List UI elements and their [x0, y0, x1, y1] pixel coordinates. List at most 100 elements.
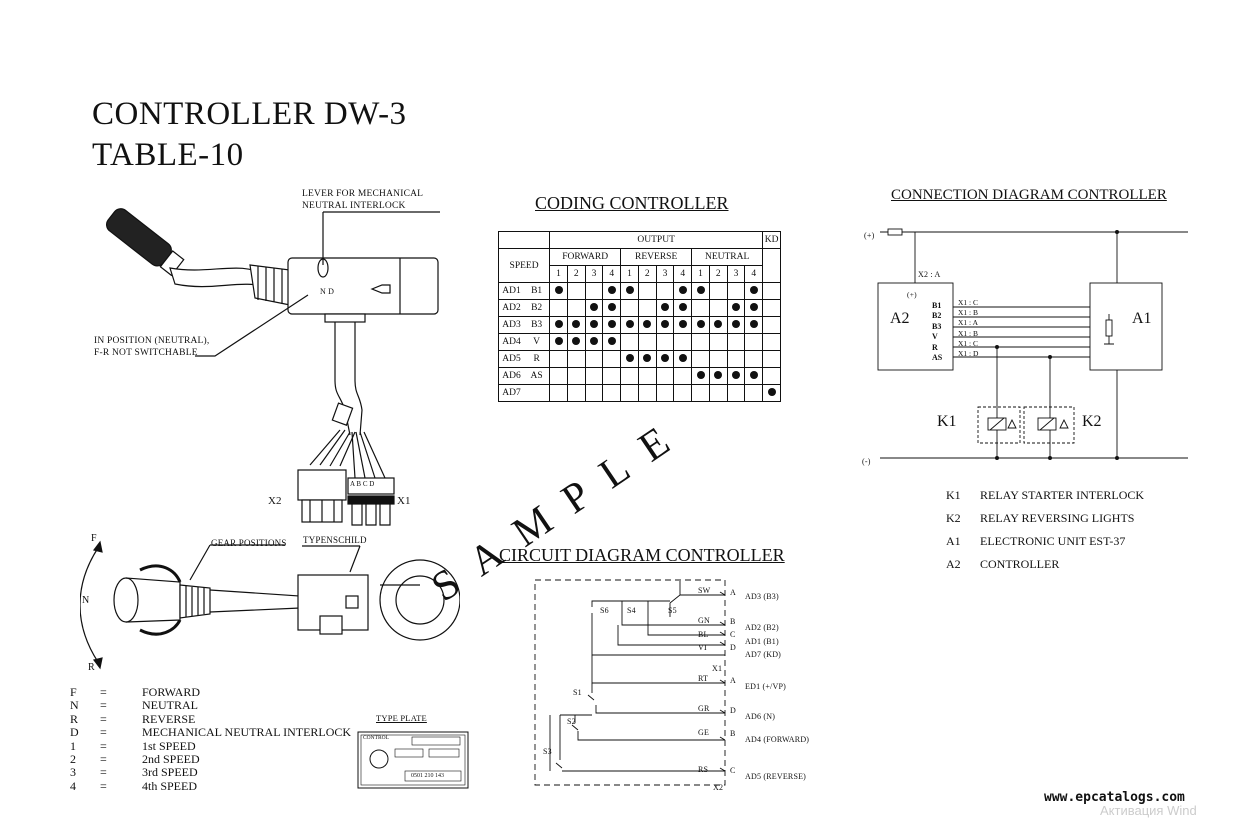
- coding-dot: [696, 285, 705, 294]
- coding-table: OUTPUT KD SPEED FORWARD REVERSE NEUTRAL …: [497, 231, 781, 402]
- coding-dot: [590, 319, 599, 328]
- legend-item: 4=4th SPEED: [70, 778, 198, 793]
- page-title-line2: TABLE-10: [92, 137, 244, 173]
- coding-dot: [678, 353, 687, 362]
- output-label: AD7 (KD): [745, 650, 782, 659]
- plus-rail-label: (+): [864, 231, 875, 240]
- wire-label: BL: [698, 630, 709, 639]
- activation-overlay: Активация Wind: [1100, 803, 1197, 818]
- switch-label: S6: [600, 606, 609, 615]
- coding-dot: [572, 336, 581, 345]
- coding-dot: [554, 336, 563, 345]
- wire-label: VI: [698, 643, 707, 652]
- switch-label: S3: [543, 747, 552, 756]
- coding-dot: [678, 319, 687, 328]
- interlock-label-1: LEVER FOR MECHANICAL: [302, 189, 424, 199]
- legend-item: N=NEUTRAL: [70, 698, 198, 713]
- x2-circuit-label: X2: [713, 783, 724, 792]
- gear-r-label: R: [88, 662, 95, 673]
- pin-label: A: [730, 676, 736, 685]
- forward-header: FORWARD: [549, 248, 622, 266]
- pin-label: C: [730, 630, 736, 639]
- coding-dot: [590, 302, 599, 311]
- legend-item: 2=2nd SPEED: [70, 752, 200, 767]
- kd-header: KD: [762, 231, 781, 249]
- coding-dot: [749, 319, 758, 328]
- type-plate-drawing: [357, 731, 469, 789]
- coding-dot: [607, 336, 616, 345]
- connection-title: CONNECTION DIAGRAM CONTROLLER: [891, 187, 1167, 203]
- connector-letters: A B C D: [350, 480, 375, 488]
- coding-dot: [749, 285, 758, 294]
- coding-dot: [643, 319, 652, 328]
- a1-box-label: A1: [1132, 310, 1152, 327]
- type-plate-title: TYPE PLATE: [376, 713, 427, 723]
- coding-dot: [554, 319, 563, 328]
- neutral-header: NEUTRAL: [691, 248, 764, 266]
- a2-box-label: A2: [890, 310, 910, 327]
- type-plate-control: CONTROL: [363, 735, 389, 741]
- typenschild-label: TYPENSCHILD: [303, 535, 367, 545]
- x1-label: X1: [397, 495, 411, 507]
- coding-dot: [732, 370, 741, 379]
- interlock-label-2: NEUTRAL INTERLOCK: [302, 201, 406, 211]
- minus-rail-label: (-): [862, 457, 871, 466]
- wire-label: GN: [698, 616, 710, 625]
- legend-item: F=FORWARD: [70, 685, 201, 699]
- coding-dot: [572, 319, 581, 328]
- neutral-position-label-2: F-R NOT SWITCHABLE: [94, 348, 198, 358]
- neutral-position-label-1: IN POSITION (NEUTRAL),: [94, 336, 210, 346]
- coding-dot: [749, 302, 758, 311]
- coding-dot: [643, 353, 652, 362]
- coding-dot: [714, 370, 723, 379]
- output-label: AD3 (B3): [745, 592, 779, 601]
- wire-label: RT: [698, 674, 709, 683]
- pin-label: A: [730, 588, 736, 597]
- coding-dot: [661, 302, 670, 311]
- a2-plus-label: (+): [907, 290, 917, 299]
- circuit-title: CIRCUIT DIAGRAM CONTROLLER: [499, 545, 785, 565]
- nd-label: N D: [320, 287, 335, 296]
- type-plate-number: 0501 210 143: [411, 773, 444, 779]
- x2a-label: X2 : A: [918, 270, 941, 279]
- pin-label: C: [730, 766, 736, 775]
- coding-dot: [678, 285, 687, 294]
- letter-legend: F=FORWARD N=NEUTRAL R=REVERSE D=MECHANIC…: [70, 685, 351, 793]
- speed-header: SPEED: [497, 248, 551, 283]
- coding-dot: [678, 302, 687, 311]
- output-label: AD1 (B1): [745, 637, 779, 646]
- lever-drawing: [106, 208, 440, 526]
- circuit-diagram: [534, 579, 726, 786]
- x1-circuit-label: X1: [712, 664, 723, 673]
- coding-dot: [661, 353, 670, 362]
- coding-dot: [749, 370, 758, 379]
- coding-dot: [732, 302, 741, 311]
- x2-label: X2: [268, 495, 282, 507]
- output-header: OUTPUT: [549, 231, 764, 249]
- output-label: ED1 (+/VP): [745, 682, 786, 691]
- coding-dot: [625, 285, 634, 294]
- gear-f-label: F: [91, 533, 97, 544]
- coding-dot: [554, 285, 563, 294]
- output-label: AD2 (B2): [745, 623, 779, 632]
- pin-label: B: [730, 617, 736, 626]
- site-url[interactable]: www.epcatalogs.com: [1044, 790, 1185, 805]
- coding-dot: [714, 319, 723, 328]
- coding-dot: [625, 353, 634, 362]
- k1-label: K1: [937, 413, 957, 430]
- coding-dot: [767, 387, 776, 396]
- coding-dot: [696, 370, 705, 379]
- reverse-header: REVERSE: [620, 248, 693, 266]
- gear-n-label: N: [82, 595, 90, 606]
- output-label: AD4 (FORWARD): [745, 735, 810, 744]
- coding-dot: [590, 336, 599, 345]
